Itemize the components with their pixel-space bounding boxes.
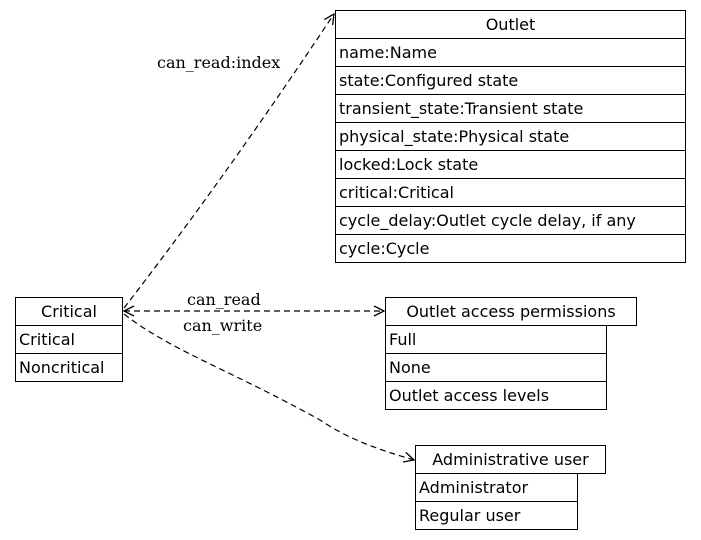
outlet-row: cycle:Cycle <box>335 234 686 263</box>
outlet-row: transient_state:Transient state <box>335 94 686 123</box>
permissions-row: None <box>385 353 607 382</box>
admin-title: Administrative user <box>415 445 606 474</box>
outlet-title: Outlet <box>335 10 686 39</box>
edge-label-can-write: can_write <box>183 316 263 335</box>
outlet-row: critical:Critical <box>335 178 686 207</box>
outlet-row: physical_state:Physical state <box>335 122 686 151</box>
permissions-title: Outlet access permissions <box>385 297 637 326</box>
admin-row: Administrator <box>415 473 578 502</box>
edge-critical-to-admin <box>123 313 416 463</box>
edge-label-can-read-index: can_read:index <box>157 53 281 72</box>
critical-title: Critical <box>15 297 123 326</box>
permissions-row: Full <box>385 325 607 354</box>
critical-row: Noncritical <box>15 353 123 382</box>
admin-row: Regular user <box>415 501 578 530</box>
outlet-row: cycle_delay:Outlet cycle delay, if any <box>335 206 686 235</box>
edge-label-can-read: can_read <box>187 290 261 309</box>
outlet-row: state:Configured state <box>335 66 686 95</box>
critical-row: Critical <box>15 325 123 354</box>
permissions-row: Outlet access levels <box>385 381 607 410</box>
outlet-row: locked:Lock state <box>335 150 686 179</box>
edge-critical-to-outlet <box>123 12 335 309</box>
outlet-row: name:Name <box>335 38 686 67</box>
